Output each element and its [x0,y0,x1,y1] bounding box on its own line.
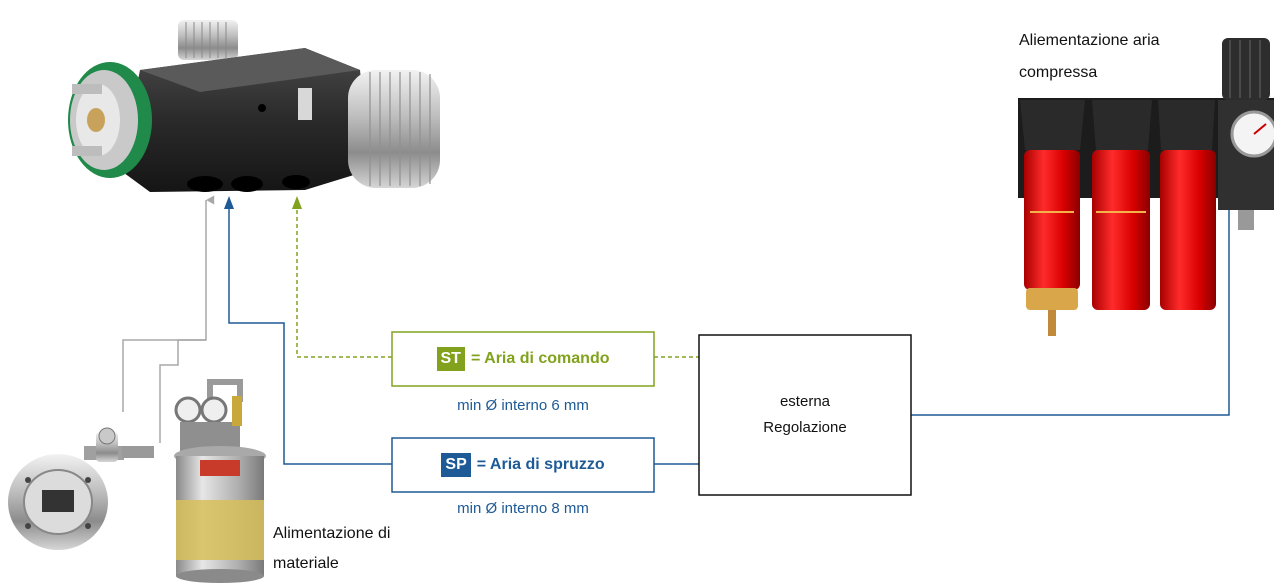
material-supply-label-line2: materiale [273,555,339,572]
regulation-line2: Regolazione [763,419,847,436]
control-air-arrow [292,196,302,209]
control-air-note: min Ø interno 6 mm [457,397,589,414]
spray-air-text: = Aria di spruzzo [476,456,605,473]
spray-air-line [224,196,1230,465]
control-air-text: = Aria di comando [470,350,610,367]
spray-air-box [391,437,655,493]
regulation-box [698,334,912,496]
material-supply-label: Alimentazione di materiale [273,522,390,576]
spray-air-title: SP = Aria di spruzzo [392,438,654,492]
control-air-title: ST = Aria di comando [392,332,654,386]
spray-air-code: SP [441,453,471,477]
pressure-tank-image [174,379,266,583]
control-air-code: ST [436,347,465,371]
air-supply-label-line2: compressa [1019,64,1098,81]
control-air-box [391,331,655,387]
air-filter-unit-image [1018,38,1274,336]
control-air-line [296,200,699,358]
spray-gun-image [68,20,440,192]
pump-image [8,454,108,550]
pressure-regulator-image [84,427,154,462]
regulation-label: esterna Regolazione [699,335,911,495]
regulation-line1: esterna [779,393,831,410]
material-supply-label-line1: Alimentazione di [273,525,391,542]
material-supply-line [122,195,215,443]
air-supply-label-line1: Aliementazione aria [1019,32,1160,49]
air-supply-label: Aliementazione aria compressa [1019,29,1160,85]
spray-air-note: min Ø interno 8 mm [457,500,589,517]
